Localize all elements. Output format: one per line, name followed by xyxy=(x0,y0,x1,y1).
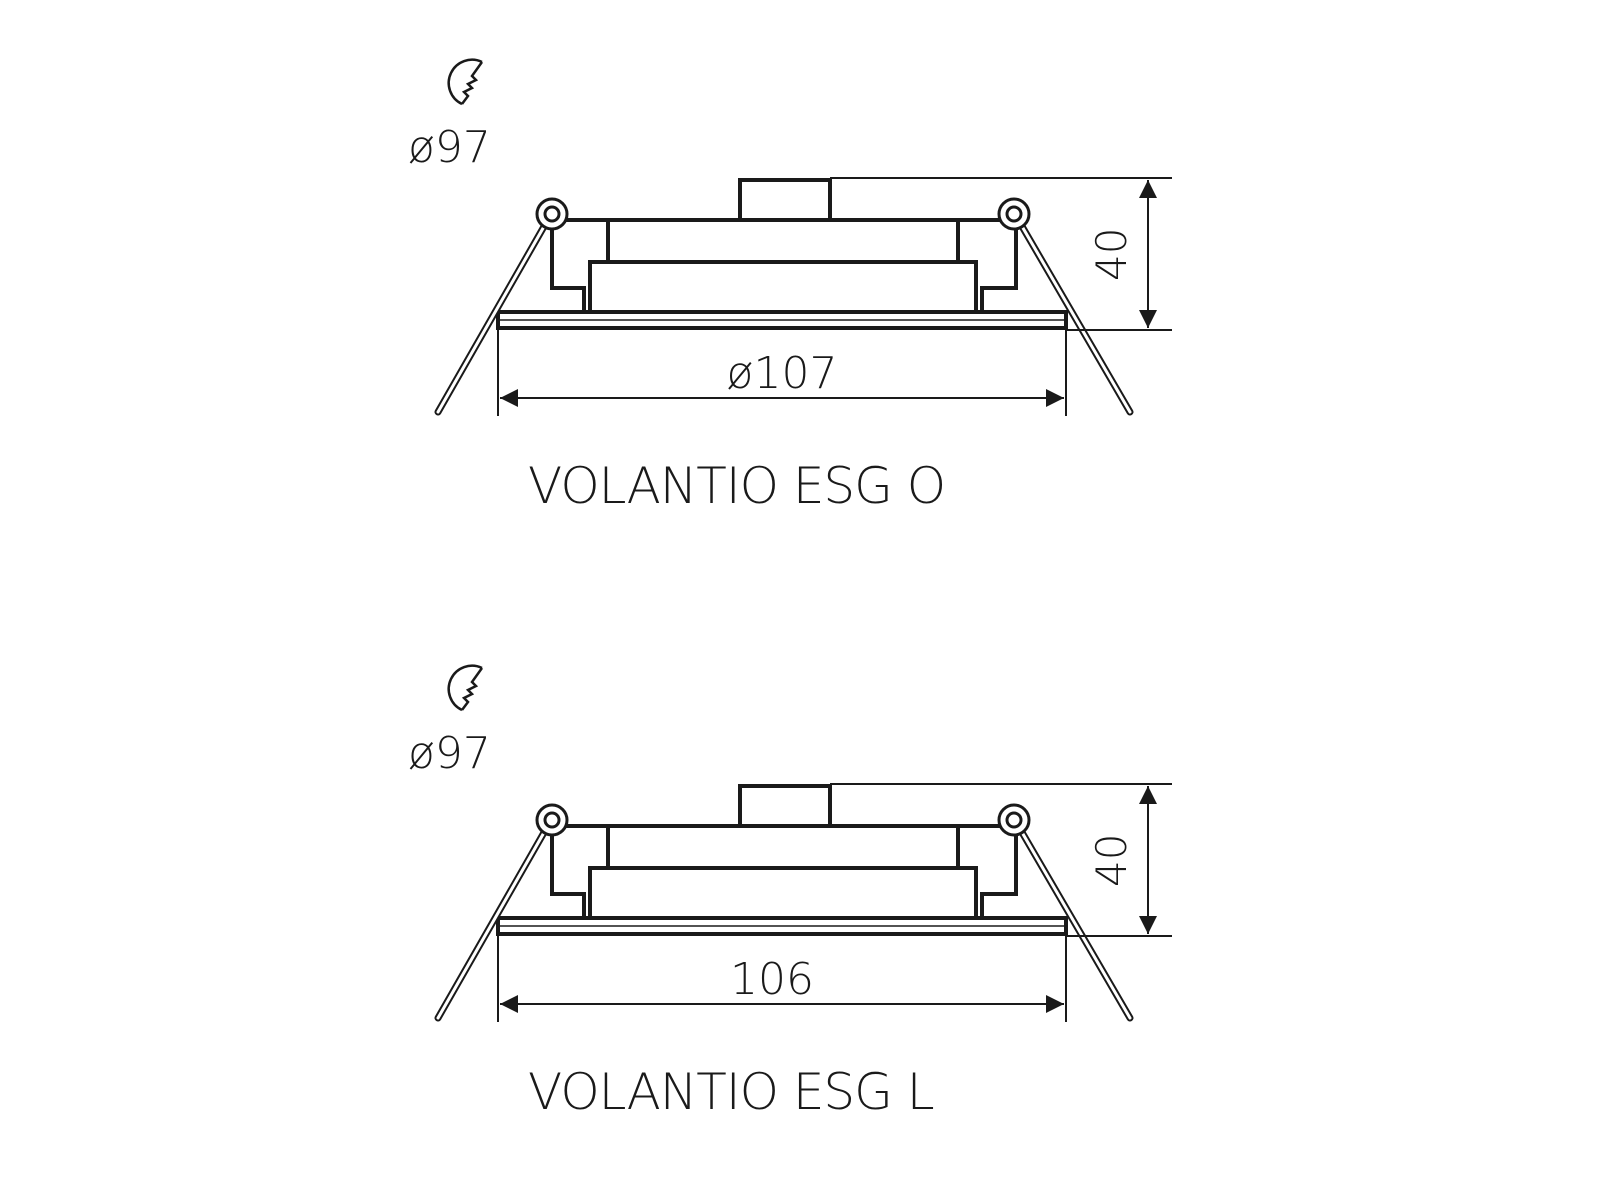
drawing-esg-l: ø97 40 106 VOLANTIO ESG L xyxy=(408,664,1172,1121)
cutout-hole-icon xyxy=(447,664,484,712)
height-dimension-label: 40 xyxy=(1087,834,1136,887)
model-name: VOLANTIO ESG L xyxy=(528,1063,934,1121)
width-dimension-label: 106 xyxy=(730,954,814,1005)
cutout-diameter-label: ø97 xyxy=(408,728,491,779)
drawing-esg-o: ø97 40 ø107 VOLANTIO ESG O xyxy=(408,58,1172,515)
cutout-hole-icon xyxy=(447,58,484,106)
model-name: VOLANTIO ESG O xyxy=(528,457,945,515)
width-dimension-label: ø107 xyxy=(727,348,838,399)
height-dimension-label: 40 xyxy=(1087,228,1136,281)
cutout-diameter-label: ø97 xyxy=(408,122,491,173)
